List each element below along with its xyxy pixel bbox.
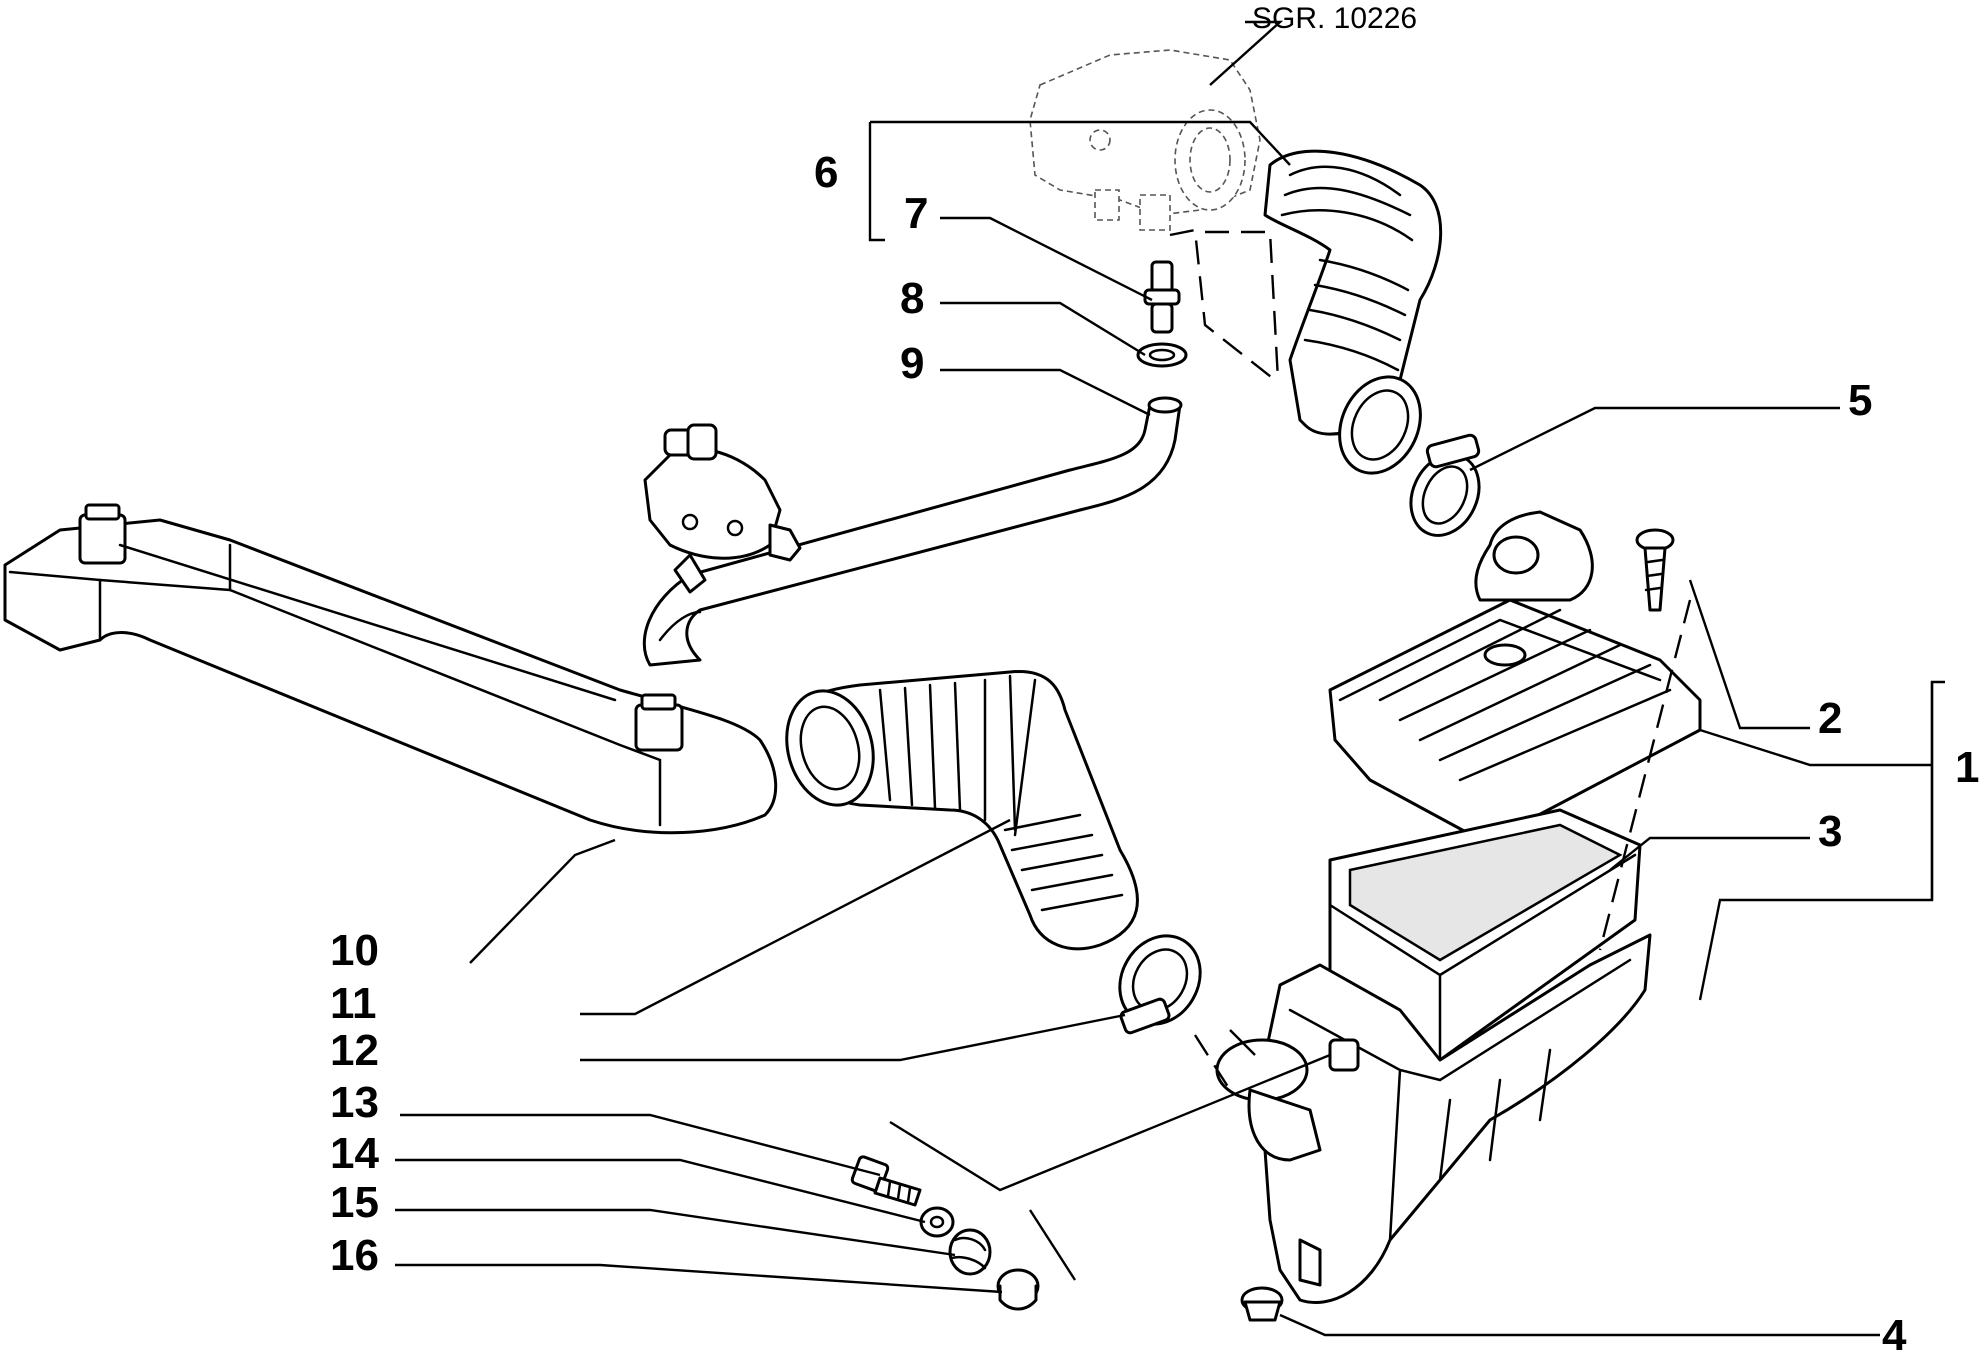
callout-15: 15: [330, 1178, 379, 1227]
assembly-dash-lines: [1169, 228, 1692, 1091]
hose-clamp-5: [1409, 433, 1481, 537]
callout-14: 14: [330, 1129, 379, 1178]
breather-hose-9: [642, 396, 1183, 667]
callout-10: 10: [330, 926, 379, 975]
callout-8: 8: [900, 274, 924, 323]
intake-hose-11: [785, 670, 1139, 951]
leader-lines: [395, 20, 1945, 1337]
callout-13: 13: [330, 1078, 379, 1127]
spacer-16: [996, 1268, 1040, 1311]
rubber-foot-4: [1240, 1286, 1284, 1322]
bolt-13: [850, 1155, 922, 1207]
callout-7: 7: [904, 189, 928, 238]
callout-3: 3: [1818, 807, 1842, 856]
small-clamp-8: [1136, 342, 1188, 368]
vent-valve: [643, 423, 802, 594]
callout-4: 4: [1882, 1311, 1907, 1351]
washer-14: [919, 1206, 955, 1238]
callout-11: 11: [330, 979, 377, 1028]
screw-2: [1635, 528, 1675, 612]
throttle-body-reference-part: [1029, 49, 1261, 231]
air-filter-box-housing: [1215, 933, 1652, 1304]
callout-1: 1: [1955, 743, 1979, 792]
callout-5: 5: [1848, 376, 1872, 425]
callout-6: 6: [814, 148, 838, 197]
air-filter-box-lid: [1328, 510, 1702, 847]
air-filter-element-3: [1328, 808, 1642, 1062]
callout-9: 9: [900, 339, 924, 388]
grommet-15: [948, 1228, 992, 1276]
hose-clamp-12: [1118, 934, 1202, 1035]
callout-2: 2: [1818, 694, 1842, 743]
reference-label: SGR. 10226: [1252, 2, 1417, 35]
upper-intake-hose: [1263, 149, 1443, 475]
callout-labels: SGR. 10226 6 7 8 9 5 2 1 3 4 10 11 12 13…: [330, 2, 1979, 1351]
callout-12: 12: [330, 1026, 379, 1075]
breather-fitting-7: [1143, 260, 1181, 334]
callout-16: 16: [330, 1231, 379, 1280]
air-intake-duct-10: [3, 503, 778, 835]
